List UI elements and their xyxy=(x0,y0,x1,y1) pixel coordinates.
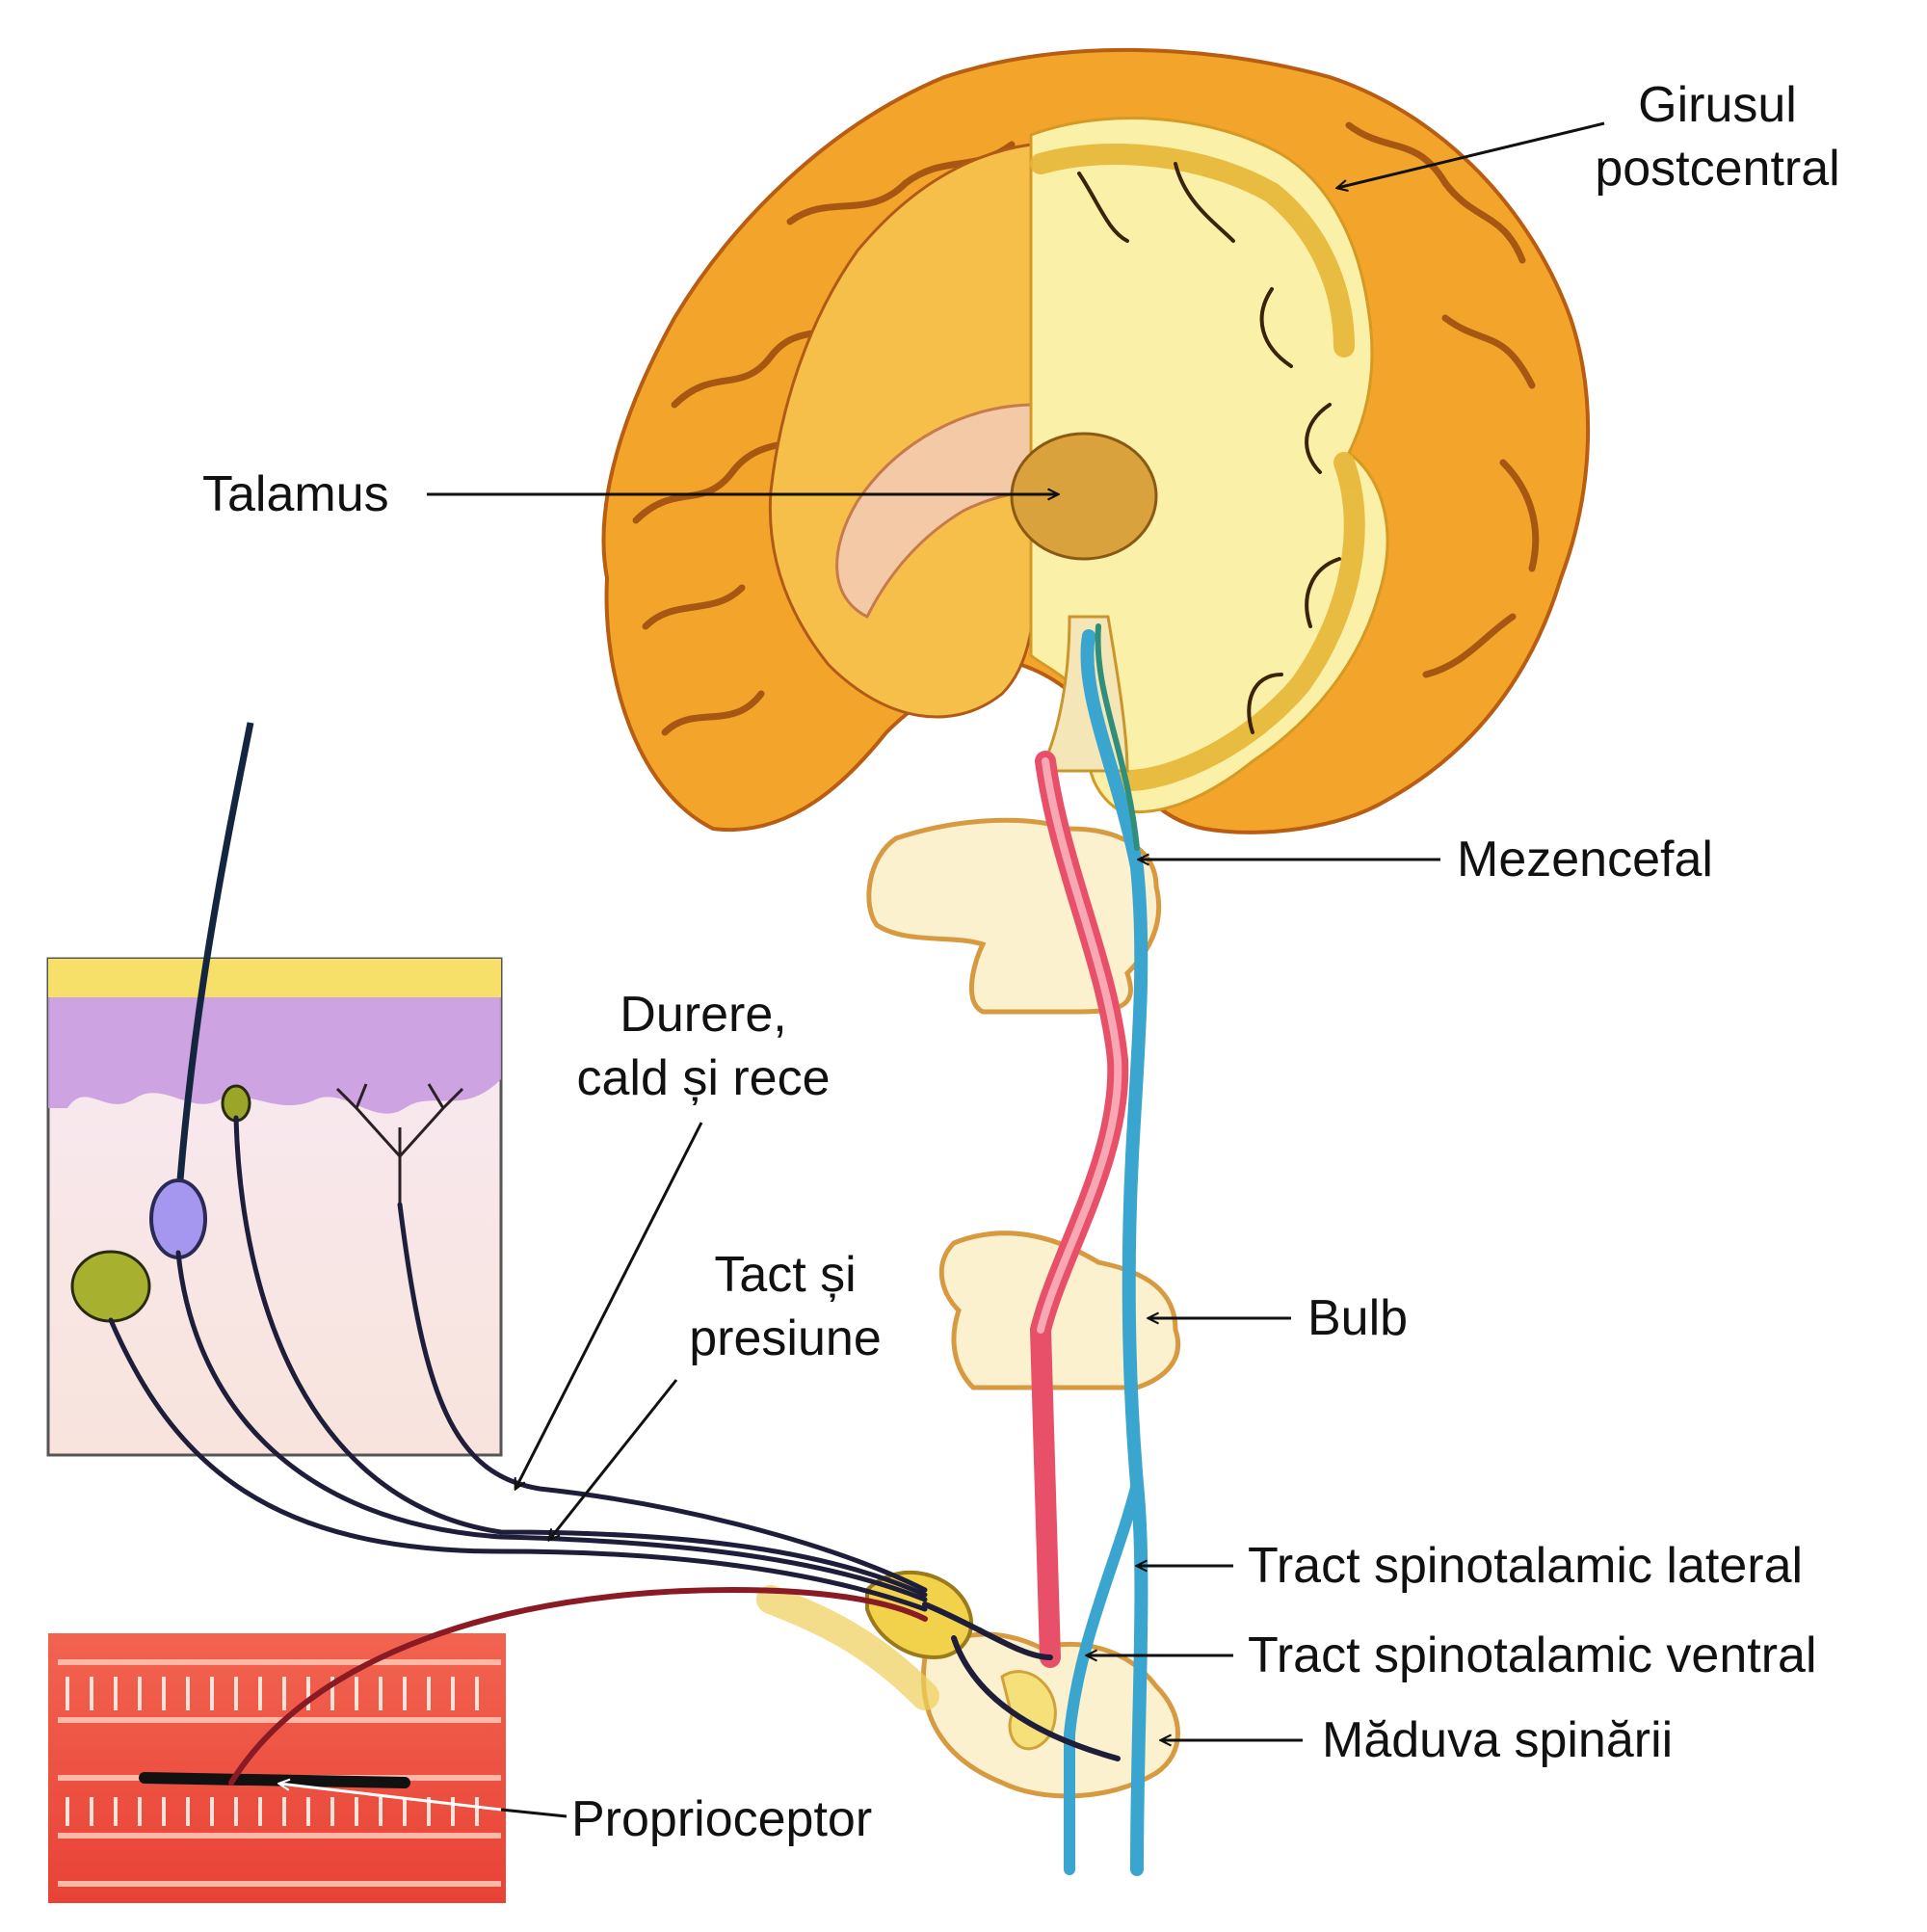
muscle-inset xyxy=(48,1633,506,1903)
epidermis xyxy=(48,997,501,1114)
blue-ventral-tract xyxy=(1064,1478,1143,1875)
label-tract-ventral: Tract spinotalamic ventral xyxy=(1248,1628,1817,1683)
label-tract-lateral: Tract spinotalamic lateral xyxy=(1248,1538,1804,1594)
label-talamus: Talamus xyxy=(202,466,389,522)
pathways xyxy=(1029,623,1148,1876)
brain xyxy=(601,47,1591,834)
label-mezencefal: Mezencefal xyxy=(1457,832,1713,887)
label-proprioceptor: Proprioceptor xyxy=(571,1791,873,1847)
skin-inset xyxy=(46,722,503,1457)
label-tact-line1: Tact și xyxy=(714,1247,857,1303)
arrow-proprioceptor-outer xyxy=(500,1808,568,1818)
label-tact: Tact și presiune xyxy=(655,1243,915,1370)
label-durere-line2: cald și rece xyxy=(576,1050,831,1106)
label-durere-line1: Durere, xyxy=(620,987,787,1043)
cross-sections xyxy=(756,817,1181,1799)
arrow-proprioceptor xyxy=(279,1784,502,1812)
hair-follicle xyxy=(149,1178,207,1259)
label-bulb: Bulb xyxy=(1307,1290,1409,1346)
nerve-fibers xyxy=(108,1115,1121,1786)
arrow-tact xyxy=(549,1379,678,1540)
label-girusul-line2: postcentral xyxy=(1595,141,1840,197)
blue-lateral-tract xyxy=(1080,629,1148,1876)
arrow-girusul xyxy=(1337,121,1605,188)
label-maduva: Măduva spinării xyxy=(1322,1712,1674,1768)
label-tact-line2: presiune xyxy=(689,1310,882,1366)
arrow-durere xyxy=(515,1122,703,1489)
thalamus xyxy=(1010,432,1158,561)
muscle-spindle xyxy=(139,1772,410,1788)
label-girusul-postcentral: Girusul postcentral xyxy=(1551,73,1884,200)
label-girusul-line1: Girusul xyxy=(1638,77,1797,133)
corpus-callosum xyxy=(835,403,1038,620)
hair-shaft xyxy=(174,722,254,1205)
leader-arrows xyxy=(279,121,1605,1818)
label-durere: Durere, cald și rece xyxy=(540,983,867,1110)
pacinian-corpuscle xyxy=(70,1250,151,1323)
mesencephalon-section xyxy=(866,817,1162,1015)
brain-coronal-section xyxy=(1029,117,1389,814)
